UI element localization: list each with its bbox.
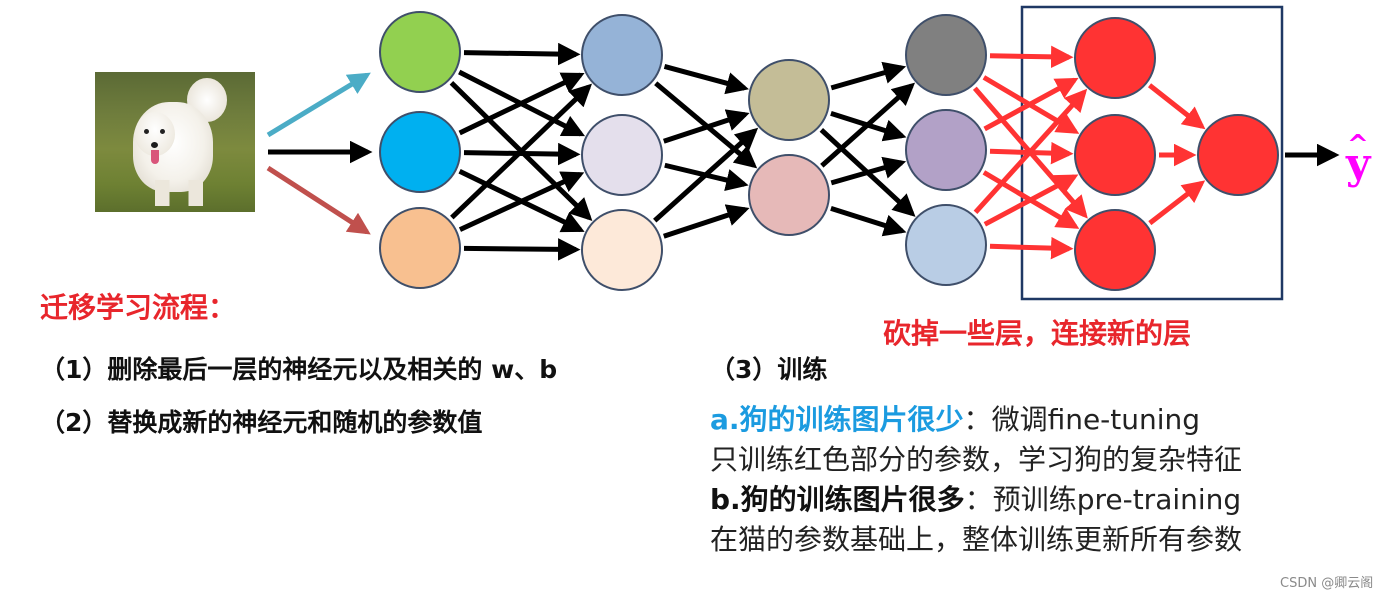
connection-arrow — [458, 72, 585, 136]
hidden1-node — [581, 14, 663, 96]
new-node — [1074, 209, 1156, 291]
input-arrow-teal — [266, 72, 371, 138]
new-node — [1074, 17, 1156, 99]
option-a-sep: ： — [963, 403, 992, 436]
hidden2-node — [748, 59, 830, 141]
dog-photo — [95, 72, 255, 212]
input-node — [379, 11, 461, 93]
option-b-desc: 在猫的参数基础上，整体训练更新所有参数 — [710, 523, 1243, 556]
connection-arrow — [830, 156, 907, 186]
output-node — [1197, 114, 1279, 196]
input-node — [379, 207, 461, 289]
input-arrow-brown — [266, 165, 371, 235]
step-3: （3）训练 — [710, 355, 828, 384]
connection-arrow — [663, 204, 750, 239]
connection-arrow — [450, 83, 592, 220]
option-a-desc: 只训练红色部分的参数，学习狗的复杂特征 — [710, 443, 1243, 476]
connection-arrow — [820, 82, 916, 168]
process-title: 迁移学习流程： — [40, 291, 237, 324]
y-hat-label: y — [1345, 139, 1372, 188]
step-2: （2）替换成新的神经元和随机的参数值 — [40, 408, 483, 437]
option-a-method: 微调fine-tuning — [991, 403, 1201, 436]
connection-arrow — [663, 64, 749, 95]
new-connection-arrow — [989, 45, 1074, 69]
option-b-head: b.狗的训练图片很多 — [710, 483, 965, 516]
connection-arrow — [654, 81, 758, 169]
new-connection-arrow — [1148, 180, 1206, 226]
y-hat-caret: ^ — [1347, 130, 1369, 160]
connection-arrow — [463, 42, 581, 66]
cut-layers-annotation: 砍掉一些层，连接新的层 — [883, 317, 1192, 350]
hidden3-node — [905, 204, 987, 286]
option-b-method: 预训练pre-training — [992, 483, 1242, 516]
new-connection-arrow — [983, 174, 1079, 227]
hidden3-node — [905, 109, 987, 191]
option-b-sep: ： — [964, 483, 993, 516]
connection-arrow — [463, 238, 581, 261]
hidden1-node — [581, 209, 663, 291]
connection-arrow — [663, 109, 750, 144]
connection-arrow — [830, 205, 907, 237]
hidden2-node — [748, 154, 830, 236]
new-connection-arrow — [973, 88, 1088, 215]
option-b: b.狗的训练图片很多：预训练pre-training — [710, 478, 1241, 518]
new-node — [1074, 114, 1156, 196]
step-1: （1）删除最后一层的神经元以及相关的 w、b — [40, 355, 558, 384]
connection-arrow — [458, 171, 585, 232]
hidden1-node — [581, 114, 663, 196]
watermark: CSDN @卿云阁 — [1280, 576, 1374, 591]
connection-arrow — [830, 61, 907, 91]
hidden3-node — [905, 14, 987, 96]
new-connection-arrow — [989, 236, 1074, 260]
option-a-head: a.狗的训练图片很少 — [710, 403, 964, 436]
option-a: a.狗的训练图片很少：微调fine-tuning — [710, 398, 1200, 438]
new-connection-arrow — [983, 77, 1079, 132]
input-node — [379, 111, 461, 193]
connection-arrow — [653, 127, 759, 223]
new-connection-arrow — [1148, 83, 1206, 130]
